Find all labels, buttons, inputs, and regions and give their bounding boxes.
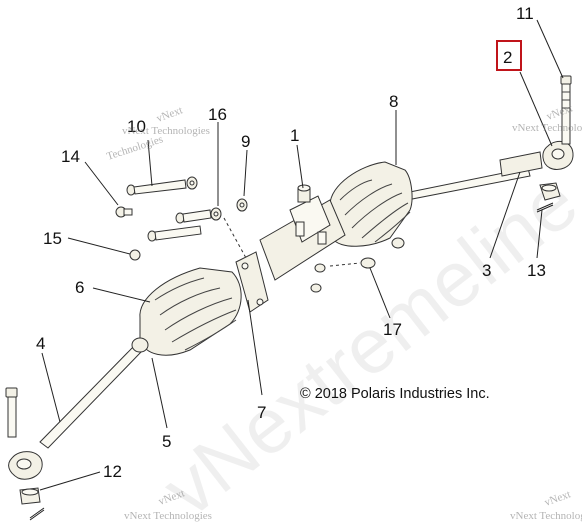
callout-1: 1: [290, 126, 299, 145]
leader-12: [39, 471, 101, 491]
callout-13: 13: [527, 261, 546, 280]
tie-rod-end-right: [542, 140, 574, 170]
boot-right: [329, 161, 413, 247]
leader-4: [41, 352, 61, 423]
bolt-left: [5, 387, 18, 438]
screw-upper: [115, 206, 133, 218]
callout-3: 3: [482, 261, 491, 280]
callout-2: 2: [503, 48, 512, 67]
callout-4: 4: [36, 334, 45, 353]
washer-upper: [186, 176, 198, 190]
mounting-bolt-lower: [147, 225, 202, 242]
callout-17: 17: [383, 320, 402, 339]
watermark-small-1b: vNext Technologies: [122, 125, 210, 137]
callout-14: 14: [61, 147, 80, 166]
rack-housing: [259, 184, 405, 293]
mounting-bolt-long: [126, 179, 187, 196]
bolt-right: [560, 75, 572, 145]
washer-right: [236, 198, 248, 212]
leader-1: [296, 144, 304, 189]
alignment-line-nut: [329, 262, 361, 267]
callout-10: 10: [127, 117, 146, 136]
cotter-pin-right: [536, 202, 554, 213]
leader-10: [147, 139, 153, 187]
mounting-bolt-middle: [175, 209, 212, 224]
copyright-notice: © 2018 Polaris Industries Inc.: [300, 386, 490, 402]
callout-12: 12: [103, 462, 122, 481]
tie-rod-left: [8, 337, 149, 480]
alignment-line-bolt: [223, 217, 247, 259]
watermark-small-2b: vNext Technologies: [512, 122, 582, 134]
leader-17: [369, 267, 391, 319]
callout-5: 5: [162, 432, 171, 451]
washer-middle: [210, 207, 222, 221]
castle-nut-right: [539, 182, 561, 201]
watermark-small-1a: vNext: [155, 104, 184, 124]
leader-2: [519, 71, 553, 147]
leader-14: [84, 161, 119, 206]
callout-11: 11: [516, 4, 534, 23]
watermark-small-3b: vNext Technologies: [124, 510, 212, 522]
cotter-pin-left: [29, 507, 45, 521]
boot-left: [139, 267, 242, 356]
callout-2-highlight-box: [496, 40, 522, 71]
leader-5: [151, 357, 168, 429]
watermark-small-4b: vNext Technologies: [510, 510, 582, 522]
callout-15: 15: [43, 229, 62, 248]
screw-lower: [129, 249, 141, 261]
callout-16: 16: [208, 105, 227, 124]
leader-6: [92, 287, 151, 303]
leader-3: [489, 171, 521, 259]
leader-11: [536, 19, 564, 79]
leader-15: [67, 237, 131, 255]
callout-7: 7: [257, 403, 266, 422]
mounting-bracket: [235, 251, 269, 313]
watermark-small-1c: Technologies: [105, 133, 164, 162]
callout-6: 6: [75, 278, 84, 297]
watermark-small-4a: vNext: [543, 488, 572, 508]
leader-9: [243, 149, 248, 197]
callout-8: 8: [389, 92, 398, 111]
castle-nut-left: [19, 487, 41, 505]
leader-7: [247, 299, 263, 396]
callout-9: 9: [241, 132, 250, 151]
leader-13: [536, 209, 543, 259]
